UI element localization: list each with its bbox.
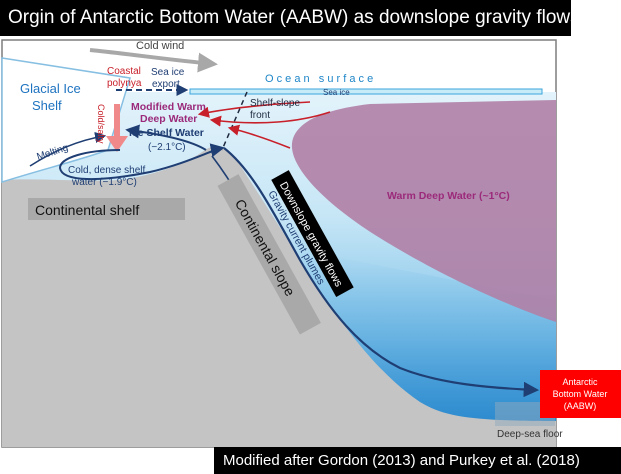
glacial-ice-shelf-label-1: Glacial Ice bbox=[20, 81, 81, 96]
mwdw-label-2: Deep Water bbox=[140, 113, 197, 125]
diagram-caption: Modified after Gordon (2013) and Purkey … bbox=[214, 447, 621, 474]
continental-shelf-label: Continental shelf bbox=[35, 202, 139, 218]
downslope-flow-arrow bbox=[223, 147, 540, 398]
mwdw-arrow-3 bbox=[227, 124, 291, 149]
sea-ice-export-label-1: Sea ice bbox=[151, 67, 185, 78]
ice-shelf-water-arrow bbox=[125, 124, 207, 151]
coastal-polynya-label-1: Coastal bbox=[107, 66, 141, 77]
coastal-polynya-label-2: polynya bbox=[107, 78, 142, 89]
continental-slope-box bbox=[217, 174, 321, 335]
ocean-surface-label: O c e a n s u r f a c e bbox=[265, 73, 373, 85]
aabw-label-1: Antarctic bbox=[562, 377, 598, 387]
continental-shelf-box bbox=[28, 198, 185, 220]
cold-wind-arrow bbox=[89, 48, 218, 73]
ice-shelf-water-label-1: Ice Shelf Water bbox=[129, 127, 204, 139]
aabw-box bbox=[540, 370, 621, 418]
warm-deep-water-mass bbox=[291, 100, 556, 322]
deep-sea-floor-label: Deep-sea floor bbox=[497, 429, 563, 440]
shelf-slope-front-label-2: front bbox=[250, 110, 270, 121]
cold-dense-shelf-label-2: water (−1.9°C) bbox=[71, 177, 137, 188]
cold-dense-shelf-label-1: Cold, dense shelf bbox=[68, 165, 145, 176]
cold-wind-label: Cold wind bbox=[136, 40, 184, 52]
sea-ice-export-label-2: export bbox=[152, 79, 180, 90]
mwdw-arrow-1 bbox=[197, 101, 311, 118]
glacial-ice-shelf-label-2: Shelf bbox=[32, 98, 62, 113]
ice-shelf-water-label-2: (−2.1°C) bbox=[148, 142, 186, 153]
warm-deep-water-label: Warm Deep Water (~1°C) bbox=[387, 190, 510, 202]
sea-ice-bar bbox=[189, 88, 543, 95]
sea-ice-label: Sea ice bbox=[323, 88, 350, 97]
cold-salty-arrow-shaft bbox=[114, 104, 120, 138]
cold-salty-arrow-head bbox=[106, 136, 128, 152]
cold-salty-label: Cold/salty bbox=[96, 104, 106, 144]
mwdw-label-1: Modified Warm bbox=[131, 101, 206, 113]
diagram-title: Orgin of Antarctic Bottom Water (AABW) a… bbox=[0, 0, 580, 36]
melting-arrow bbox=[29, 131, 107, 167]
aabw-label-2: Bottom Water bbox=[553, 389, 608, 399]
shelf-slope-front-line bbox=[221, 91, 248, 151]
shelf-slope-front-label-1: Shelf-slope bbox=[250, 98, 300, 109]
aabw-label-3: (AABW) bbox=[564, 401, 597, 411]
downslope-gravity-flows-box bbox=[271, 170, 354, 298]
shelf-circulation-loop bbox=[58, 143, 225, 181]
mwdw-arrow-2 bbox=[209, 111, 331, 127]
